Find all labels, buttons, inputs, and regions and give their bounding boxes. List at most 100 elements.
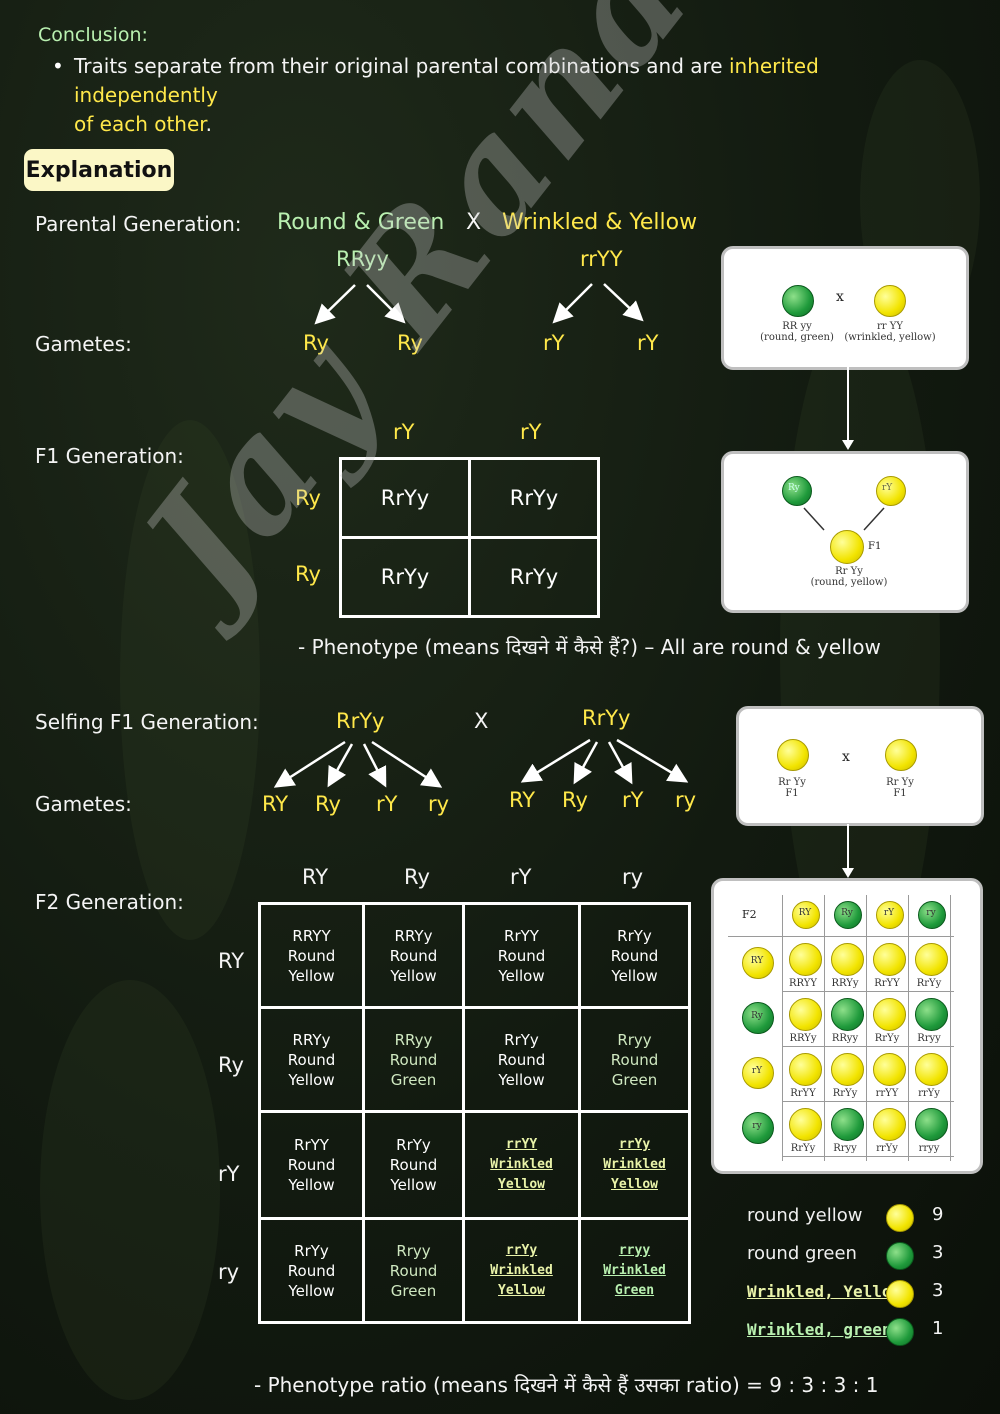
green-pea-icon: [886, 1242, 914, 1270]
f2-label: F2 Generation:: [35, 890, 184, 914]
f2-col-header: ry: [622, 865, 644, 889]
wrinkled-yellow-pea-icon: [886, 1280, 914, 1308]
f2-cell-genotype: RrYy: [504, 1030, 539, 1049]
grid-line: [782, 1156, 954, 1157]
f1-cell: RrYy: [468, 536, 600, 618]
parent2-caption: rr YY (wrinkled, yellow): [844, 321, 936, 343]
f2-cell-color: Yellow: [498, 1070, 545, 1089]
f2-cell-color: Yellow: [498, 1282, 545, 1298]
f2-cell-color: Yellow: [498, 1177, 545, 1192]
mini-genotype: rrYY: [875, 1088, 899, 1099]
selfing-cross: X: [474, 709, 489, 733]
legend-label-wrinkled-green: Wrinkled, green: [747, 1320, 892, 1339]
green-pea-icon: [782, 476, 812, 506]
f2-cell-shape: Round: [389, 1261, 438, 1280]
f1-label: F1 Generation:: [35, 444, 184, 468]
f1-row-header: Ry: [295, 486, 321, 510]
parent1-genotype: RRyy: [336, 247, 389, 271]
mini-row-gamete: rY: [751, 1066, 763, 1076]
conclusion-bullet: • Traits separate from their original pa…: [52, 52, 962, 139]
bullet-highlight-2: of each other: [74, 112, 206, 136]
f1-cell: RrYy: [339, 536, 471, 618]
mini-genotype: RrYy: [832, 1088, 858, 1099]
yellow-pea-icon: [742, 947, 774, 979]
card-connector-arrow: [842, 824, 854, 878]
f2-cell-color: Yellow: [390, 966, 437, 985]
green-pea-icon: [915, 998, 948, 1031]
green-pea-icon: [831, 998, 864, 1031]
selfing-gamete: rY: [376, 792, 398, 816]
f2-row-header: ry: [218, 1260, 240, 1284]
f2-cell-shape: Round: [497, 946, 546, 965]
f2-row-header: RY: [218, 949, 245, 973]
green-pea-icon: [831, 1108, 864, 1141]
cross-symbol: x: [836, 289, 844, 305]
f1-merge-arrows: [803, 507, 885, 531]
legend-label-wrinkled-yellow: Wrinkled, Yellow: [747, 1282, 902, 1301]
selfing-gamete: ry: [428, 792, 450, 816]
f2-cell-genotype: rrYy: [618, 1137, 651, 1152]
f2-cell-shape: Round: [287, 1261, 336, 1280]
selfing-parent1: RrYy: [336, 709, 385, 733]
mini-genotype: RrYy: [874, 1033, 900, 1044]
self-cross-card: x Rr Yy F1 Rr Yy F1: [736, 706, 984, 826]
f2-cell-genotype: RRYy: [292, 1030, 331, 1049]
f1-cell: RrYy: [339, 457, 471, 539]
mini-genotype: rryy: [918, 1143, 940, 1154]
selfing-gamete: RY: [509, 788, 536, 812]
wrinkled-green-pea-icon: [886, 1318, 914, 1346]
parent1-caption: RR yy (round, green): [760, 321, 834, 343]
f2-row-header: Ry: [218, 1053, 244, 1077]
yellow-pea-icon: [886, 1204, 914, 1232]
parent-gamete: rY: [543, 331, 565, 355]
f2-cell-genotype: RRYY: [292, 926, 331, 945]
f2-cell-shape: Round: [287, 1156, 336, 1174]
mini-genotype: rrYy: [918, 1088, 940, 1099]
gametes-label-2: Gametes:: [35, 792, 132, 816]
parent-gamete: rY: [637, 331, 659, 355]
f2-cell-genotype: rrYY: [505, 1137, 538, 1152]
selfing-gamete: rY: [622, 788, 644, 812]
f2-cell-genotype: RrYy: [396, 1136, 431, 1154]
mini-genotype: RrYY: [790, 1088, 816, 1099]
grid-line: [782, 1101, 954, 1102]
mini-genotype: RRYy: [789, 1033, 817, 1044]
mini-col-gamete: ry: [926, 908, 936, 918]
yellow-pea-icon: [789, 1108, 822, 1141]
grid-line: [908, 895, 909, 1161]
f2-row-header: rY: [218, 1162, 240, 1186]
green-pea-icon: [782, 285, 814, 317]
mini-col-gamete: Ry: [841, 908, 853, 918]
card-connector-arrow: [842, 366, 854, 450]
parent-cross-symbol: X: [466, 210, 482, 235]
self-right-caption: Rr Yy F1: [886, 777, 914, 799]
yellow-pea-icon: [873, 998, 906, 1031]
f2-cell-color: Yellow: [390, 1176, 437, 1194]
mini-col-gamete: RY: [798, 908, 812, 918]
grid-line: [782, 1046, 954, 1047]
f1-phenotype-note: - Phenotype (means दिखने में कैसे हैं?) …: [298, 635, 881, 659]
f2-ratio-note: - Phenotype ratio (means दिखने में कैसे …: [254, 1373, 879, 1397]
f2-cell-genotype: Rryy: [617, 1030, 652, 1049]
legend-count: 3: [932, 1242, 944, 1263]
cross-symbol: x: [842, 749, 850, 765]
f2-cell-genotype: RrYy: [617, 926, 652, 945]
mini-genotype: rrYy: [876, 1143, 898, 1154]
selfing-label: Selfing F1 Generation:: [35, 710, 259, 734]
green-pea-icon: [915, 1108, 948, 1141]
f2-cell-genotype: RrYY: [504, 926, 539, 945]
f1-col-header: rY: [520, 420, 542, 444]
